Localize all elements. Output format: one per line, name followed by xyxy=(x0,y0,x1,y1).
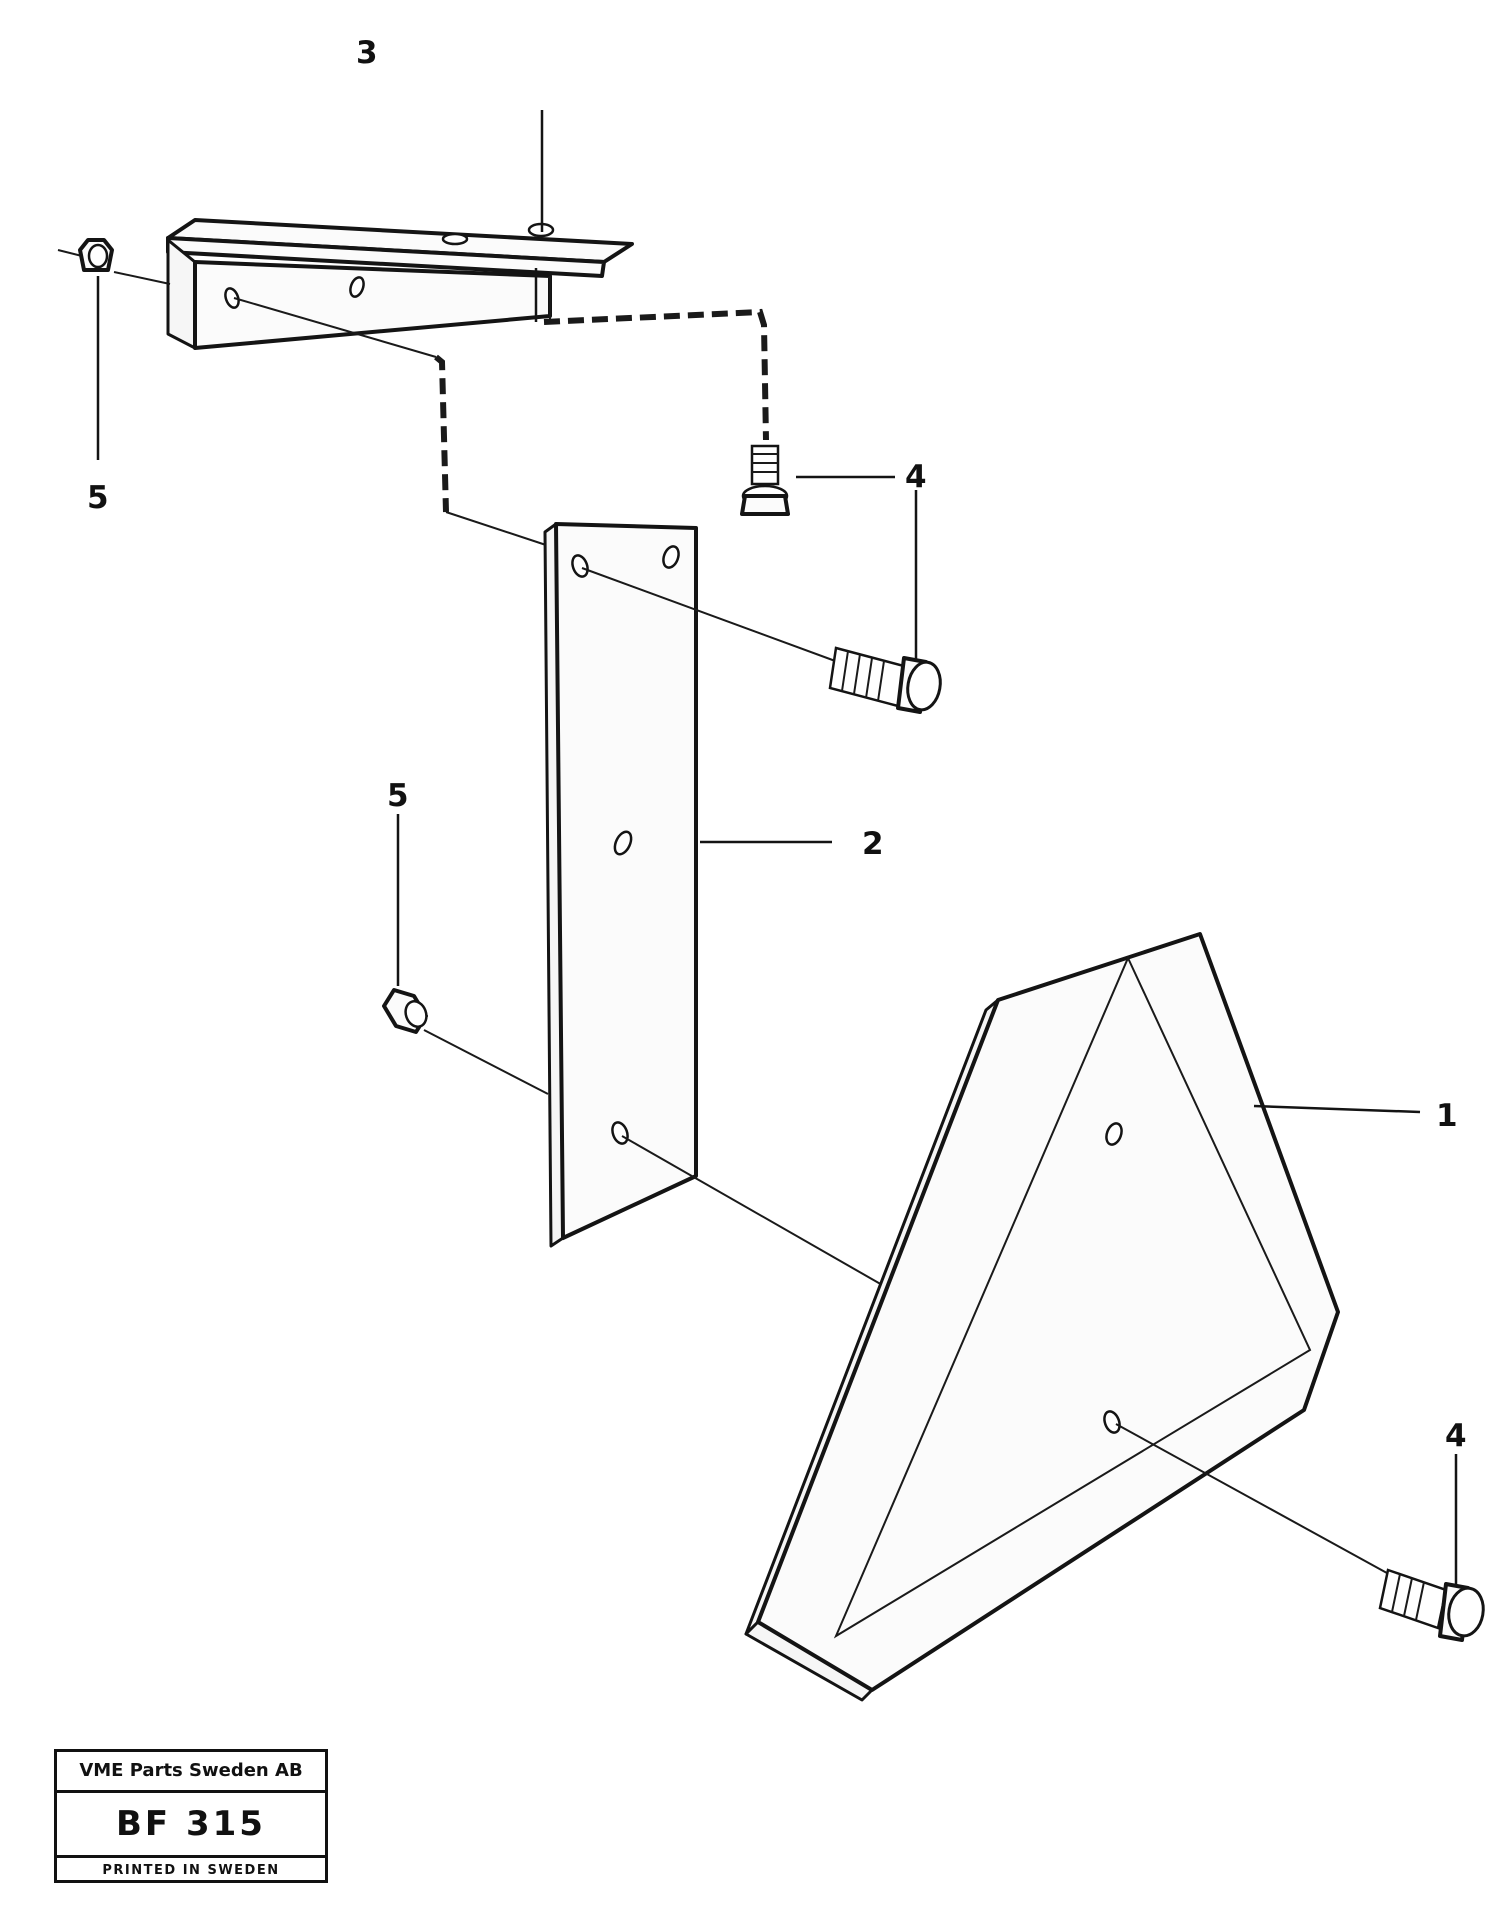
angle-bracket xyxy=(166,218,634,350)
callout-bracket: 3 xyxy=(356,35,378,71)
triangle-reflector xyxy=(744,932,1340,1702)
bolt-upper xyxy=(740,444,790,516)
callout-nut-upper: 5 xyxy=(87,480,109,516)
callout-nut-middle: 5 xyxy=(387,778,409,814)
callout-plate: 2 xyxy=(862,826,884,862)
title-block-company: VME Parts Sweden AB xyxy=(57,1752,325,1793)
callout-bolt-lower: 4 xyxy=(1445,1418,1467,1454)
nut-middle xyxy=(382,988,549,1095)
title-block-code: BF 315 xyxy=(57,1793,325,1858)
bolt-lower xyxy=(1378,1568,1485,1642)
bolt-middle xyxy=(828,646,942,714)
title-block-printed: PRINTED IN SWEDEN xyxy=(102,1863,280,1878)
callout-bolt-upper: 4 xyxy=(905,459,927,495)
title-block: VME Parts Sweden AB BF 315 PRINTED IN SW… xyxy=(54,1749,328,1883)
nut-upper xyxy=(57,238,171,285)
leader-reflector xyxy=(1253,1104,1421,1114)
mounting-plate xyxy=(543,522,698,1248)
callout-reflector: 1 xyxy=(1436,1098,1458,1134)
